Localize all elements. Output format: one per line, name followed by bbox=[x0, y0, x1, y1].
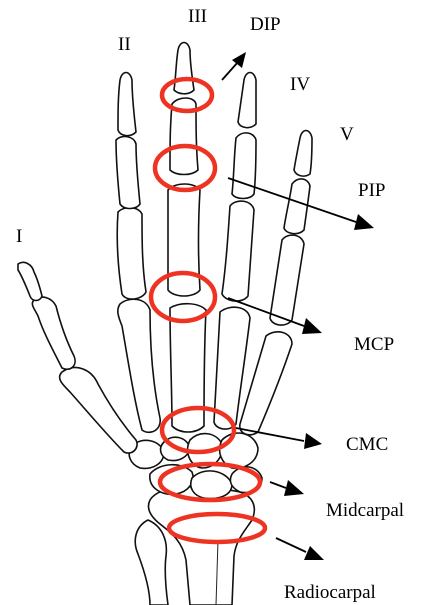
midcarpal-arrow bbox=[270, 482, 286, 488]
little-metacarpal bbox=[240, 332, 292, 435]
digit-ii-label: II bbox=[118, 34, 131, 55]
ulna-bone bbox=[135, 520, 168, 605]
index-distal-phalanx bbox=[118, 73, 136, 136]
radiocarpal-arrow bbox=[276, 538, 306, 552]
digit-v-label: V bbox=[340, 124, 354, 145]
midcarpal-arrow-head bbox=[284, 480, 304, 496]
ring-proximal-phalanx bbox=[222, 201, 254, 301]
cmc-label: CMC bbox=[346, 434, 388, 455]
digit-iv-label: IV bbox=[290, 74, 310, 95]
digit-ii-bones bbox=[116, 73, 160, 433]
mcp-arrow-head bbox=[302, 318, 322, 334]
radiocarpal-label: Radiocarpal bbox=[284, 582, 376, 603]
little-middle-phalanx bbox=[284, 179, 310, 234]
radiocarpal-arrow-head bbox=[304, 546, 324, 560]
middle-proximal-phalanx bbox=[168, 184, 200, 296]
cmc-arrow-head bbox=[304, 433, 322, 449]
pip-label: PIP bbox=[358, 180, 385, 201]
digit-iii-label: III bbox=[188, 6, 207, 27]
index-middle-phalanx bbox=[116, 137, 140, 209]
forearm-bones bbox=[135, 487, 254, 605]
dip-arrow bbox=[222, 62, 238, 80]
digit-i-label: I bbox=[16, 226, 22, 247]
index-metacarpal bbox=[118, 299, 160, 432]
dip-label: DIP bbox=[250, 14, 281, 35]
ring-middle-phalanx bbox=[232, 133, 256, 199]
thumb-distal-phalanx bbox=[18, 262, 42, 300]
digit-iv-bones bbox=[214, 73, 256, 430]
mcp-label: MCP bbox=[354, 334, 394, 355]
digit-iii-bones bbox=[168, 43, 206, 433]
digit-i-bones bbox=[18, 262, 137, 453]
little-proximal-phalanx bbox=[270, 235, 304, 325]
index-proximal-phalanx bbox=[117, 208, 146, 299]
pip-arrow-head bbox=[354, 214, 374, 230]
thumb-metacarpal bbox=[60, 368, 138, 454]
thumb-proximal-phalanx bbox=[32, 297, 75, 369]
middle-distal-phalanx bbox=[174, 43, 194, 94]
little-distal-phalanx bbox=[294, 131, 312, 177]
midcarpal-label: Midcarpal bbox=[326, 500, 404, 521]
lunate bbox=[191, 471, 232, 499]
ring-distal-phalanx bbox=[238, 73, 256, 128]
